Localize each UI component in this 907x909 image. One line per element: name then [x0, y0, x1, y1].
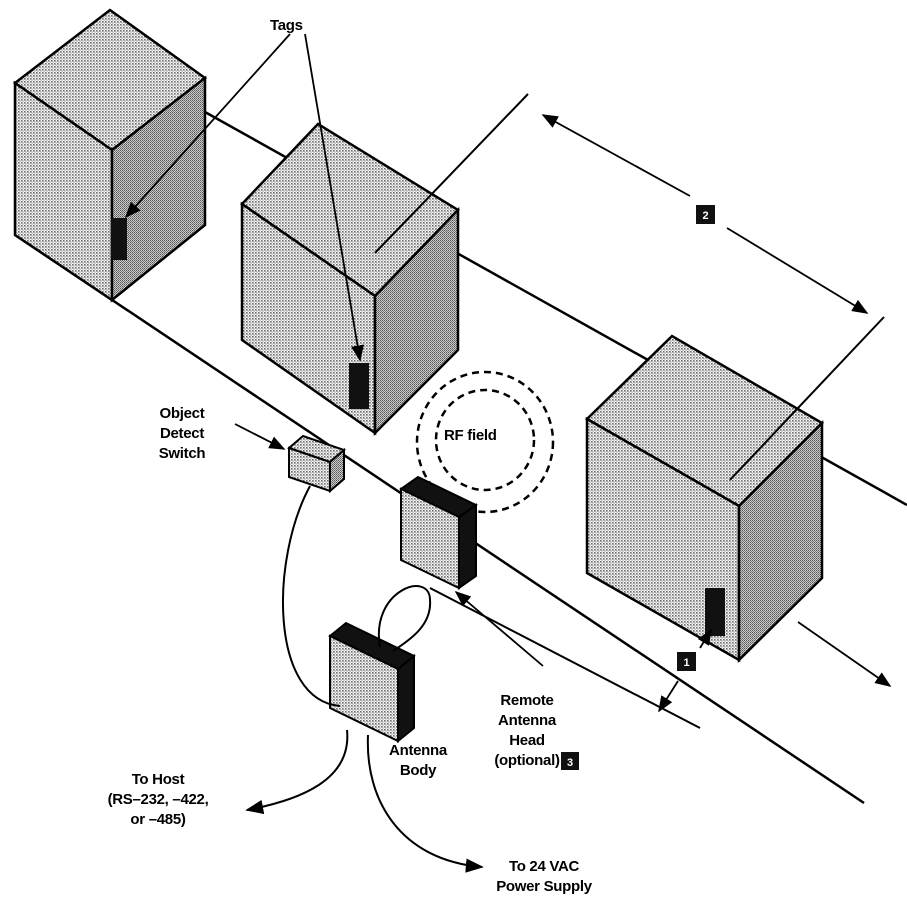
- callout-2-text: 2: [702, 210, 708, 222]
- package-box-1: [12, 8, 208, 303]
- rf-field-outer-ring: [415, 370, 555, 514]
- tags-leader-2: [304, 33, 364, 362]
- antenna-body: [328, 621, 416, 744]
- rf-field-inner-ring: [434, 388, 536, 492]
- svg-text:Head: Head: [509, 732, 545, 749]
- box-3-tag: [705, 588, 725, 636]
- svg-text:Power Supply: Power Supply: [496, 878, 593, 895]
- svg-text:Detect: Detect: [160, 425, 204, 442]
- callout-3-text: 3: [567, 757, 573, 769]
- svg-text:Switch: Switch: [159, 445, 206, 462]
- callout-1-badge: [677, 652, 696, 671]
- box-2-tag: [349, 363, 369, 409]
- to-host-label: To Host (RS–232, –422, or –485): [108, 771, 209, 828]
- rf-field: RF field: [415, 370, 555, 514]
- dimension-2-arrow-left: [541, 114, 691, 197]
- guide-line-box-3: [729, 316, 885, 481]
- svg-text:(optional): (optional): [494, 752, 560, 769]
- conveyor-direction-arrow: [797, 621, 892, 687]
- dimension-1-arrow-up: [697, 628, 712, 649]
- switch-leader: [234, 423, 286, 450]
- box-1-tag: [111, 218, 127, 260]
- object-detect-switch: [287, 434, 346, 494]
- antenna-head-leader: [454, 590, 544, 667]
- package-box-3: [584, 334, 825, 663]
- cables: [245, 485, 484, 873]
- dimension-2-arrow-right: [726, 227, 869, 314]
- svg-text:Antenna: Antenna: [389, 742, 448, 759]
- host-cable: [245, 729, 349, 815]
- svg-text:Object: Object: [160, 405, 205, 422]
- box-3-side: [737, 419, 824, 663]
- guide-line-box-2: [374, 93, 529, 254]
- leader-arrows: [124, 33, 544, 667]
- antenna-head-cable: [377, 585, 432, 652]
- callout-3-badge: [561, 752, 579, 770]
- remote-antenna-head: [399, 475, 478, 590]
- object-detect-switch-label: Object Detect Switch: [159, 405, 206, 462]
- svg-text:or –485): or –485): [130, 811, 185, 828]
- antenna-range-line: [429, 587, 701, 729]
- package-box-2: [240, 122, 460, 437]
- tags-label: Tags: [270, 17, 303, 34]
- svg-text:Antenna: Antenna: [498, 712, 557, 729]
- antenna-body-label: Antenna Body: [389, 742, 448, 779]
- svg-text:To Host: To Host: [132, 771, 185, 788]
- svg-text:To 24 VAC: To 24 VAC: [509, 858, 580, 875]
- switch-cable: [282, 485, 341, 707]
- remote-antenna-head-label: Remote Antenna Head (optional) 3: [494, 692, 579, 770]
- dimension-1-arrow-down: [658, 680, 679, 713]
- tags-leader-1: [124, 33, 291, 219]
- dimension-1: 1: [658, 628, 712, 713]
- callout-2-badge: [696, 205, 715, 224]
- svg-text:Remote: Remote: [500, 692, 553, 709]
- power-cable: [366, 734, 484, 873]
- rf-field-label: RF field: [444, 427, 497, 444]
- to-power-label: To 24 VAC Power Supply: [496, 858, 593, 895]
- svg-text:(RS–232, –422,: (RS–232, –422,: [108, 791, 209, 808]
- callout-1-text: 1: [683, 657, 689, 669]
- box-2-side: [373, 206, 460, 437]
- dimension-2: 2: [541, 114, 869, 314]
- svg-text:Body: Body: [400, 762, 437, 779]
